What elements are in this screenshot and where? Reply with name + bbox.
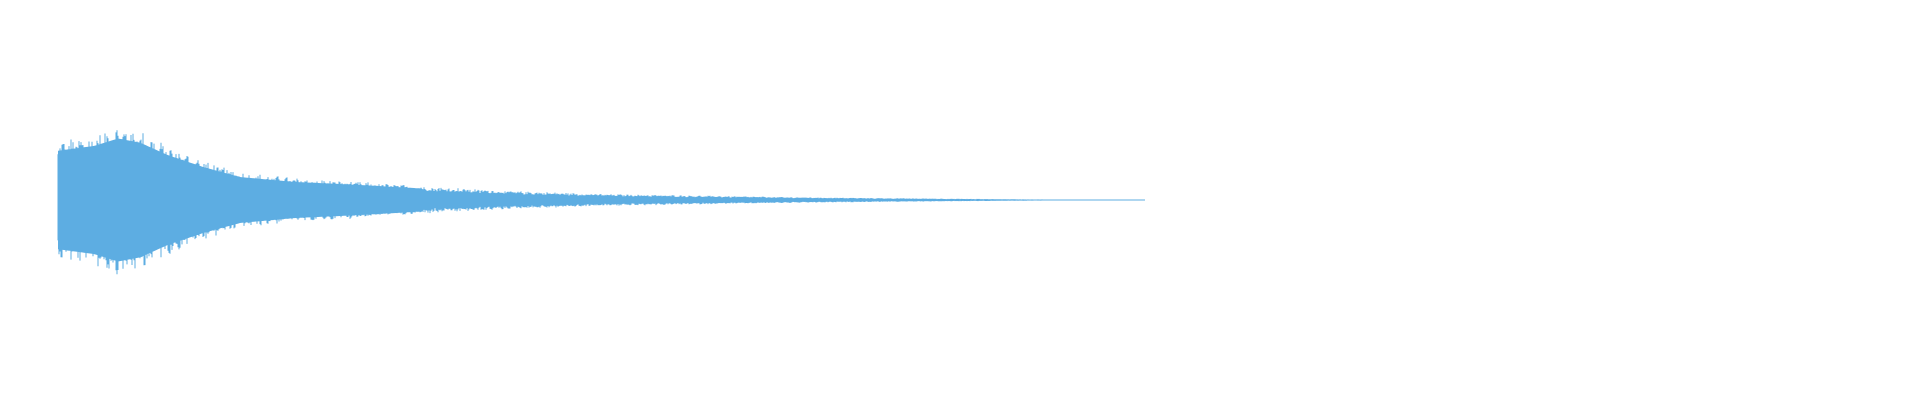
waveform-signal xyxy=(57,130,1096,275)
waveform-bars xyxy=(57,130,1096,275)
